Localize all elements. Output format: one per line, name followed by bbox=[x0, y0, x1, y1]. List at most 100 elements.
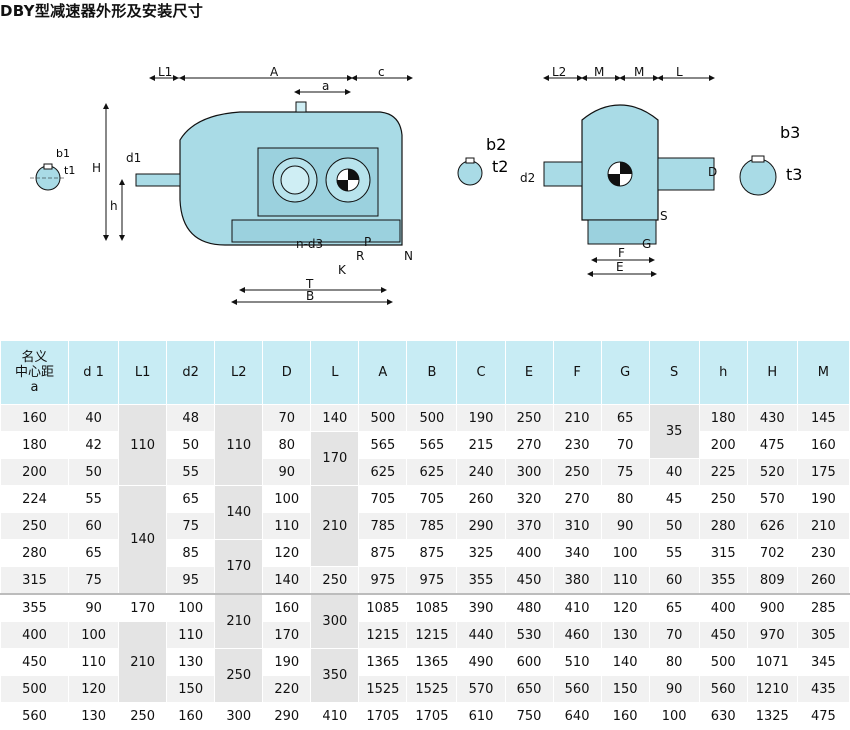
dimension-table: 名义 中心距 a d 1 L1 d2 L2 D L A B C E F G S … bbox=[0, 340, 850, 730]
table-cell: 300 bbox=[504, 458, 554, 486]
table-cell: 400 bbox=[698, 593, 748, 622]
table-cell: 60 bbox=[68, 512, 120, 540]
table-cell: 180 bbox=[0, 431, 70, 459]
label-E: E bbox=[616, 260, 624, 274]
table-cell: 100 bbox=[600, 539, 650, 567]
table-cell: 100 bbox=[166, 593, 216, 622]
table-cell: 1215 bbox=[406, 621, 458, 649]
table-cell: 1525 bbox=[406, 675, 458, 703]
table-cell: 140 bbox=[310, 404, 360, 432]
table-cell: 120 bbox=[600, 593, 650, 622]
table-row: 450 110 130 250 190 350 1365 1365 490 60… bbox=[0, 648, 850, 703]
table-cell: 250 bbox=[118, 702, 168, 730]
table-cell: 290 bbox=[456, 512, 506, 540]
shaft-section-left bbox=[30, 163, 66, 191]
table-row: 315 75 95 140 250 975 975 355 450 380 11… bbox=[0, 566, 850, 595]
table-cell: 440 bbox=[456, 621, 506, 649]
table-cell: 250 bbox=[0, 512, 70, 540]
table-cell: 630 bbox=[698, 702, 748, 730]
table-cell: 460 bbox=[552, 621, 602, 649]
table-cell: 270 bbox=[552, 485, 602, 513]
header-cell: E bbox=[504, 340, 554, 405]
table-cell: 90 bbox=[68, 593, 120, 622]
label-S: S bbox=[660, 209, 668, 223]
table-cell: 70 bbox=[600, 431, 650, 459]
table-cell: 175 bbox=[796, 458, 850, 486]
reducer-side-view bbox=[543, 104, 715, 245]
table-cell: 200 bbox=[0, 458, 70, 486]
table-cell: 400 bbox=[0, 621, 70, 649]
header-cell: F bbox=[552, 340, 602, 405]
table-cell: 500 bbox=[406, 404, 458, 432]
table-cell: 565 bbox=[406, 431, 458, 459]
table-cell: 220 bbox=[262, 675, 312, 703]
table-cell: 570 bbox=[746, 485, 798, 513]
label-d1: d1 bbox=[126, 151, 141, 165]
table-cell: 370 bbox=[504, 512, 554, 540]
table-cell: 50 bbox=[166, 431, 216, 459]
table-cell: 65 bbox=[648, 593, 700, 622]
table-row: 250 60 75 110 785 785 290 370 310 90 50 … bbox=[0, 512, 850, 540]
table-cell: 45 bbox=[648, 485, 700, 513]
label-n-d3: n-d3 bbox=[296, 237, 323, 251]
table-cell: 260 bbox=[796, 566, 850, 595]
table-cell: 300 bbox=[310, 593, 360, 649]
table-cell: 215 bbox=[456, 431, 506, 459]
label-b1: b1 bbox=[56, 147, 70, 160]
header-cell: B bbox=[406, 340, 458, 405]
table-cell: 90 bbox=[600, 512, 650, 540]
table-cell: 120 bbox=[262, 539, 312, 567]
header-cell: G bbox=[600, 340, 650, 405]
table-cell: 900 bbox=[746, 593, 798, 622]
table-cell: 50 bbox=[68, 458, 120, 486]
label-B: B bbox=[306, 289, 314, 303]
table-cell: 75 bbox=[600, 458, 650, 486]
table-row: 200 50 55 90 625 625 240 300 250 75 40 2… bbox=[0, 458, 850, 486]
header-cell: C bbox=[456, 340, 506, 405]
reducer-drawing-svg: L1 A a c H h d1 n-d3 P R K T B N b1 t1 b… bbox=[30, 65, 802, 305]
table-cell: 110 bbox=[214, 404, 264, 486]
table-cell: 400 bbox=[504, 539, 554, 567]
table-cell: 190 bbox=[796, 485, 850, 513]
table-cell: 250 bbox=[504, 404, 554, 432]
table-cell: 210 bbox=[214, 593, 264, 649]
label-c: c bbox=[378, 65, 385, 79]
table-cell: 140 bbox=[118, 485, 168, 595]
header-label: 名义 中心距 a bbox=[15, 350, 55, 395]
table-cell: 600 bbox=[504, 648, 554, 676]
table-cell: 560 bbox=[0, 702, 70, 730]
table-cell: 90 bbox=[648, 675, 700, 703]
table-cell: 450 bbox=[504, 566, 554, 595]
table-row: 355 90 170 100 210 160 300 1085 1085 390… bbox=[0, 593, 850, 649]
table-cell: 340 bbox=[552, 539, 602, 567]
table-cell: 230 bbox=[796, 539, 850, 567]
header-cell: 名义 中心距 a bbox=[0, 340, 70, 405]
label-L: L bbox=[676, 65, 683, 79]
table-cell: 530 bbox=[504, 621, 554, 649]
table-cell: 55 bbox=[648, 539, 700, 567]
header-cell: d 1 bbox=[68, 340, 120, 405]
table-cell: 40 bbox=[68, 404, 120, 432]
table-cell: 1215 bbox=[358, 621, 408, 649]
side-view-dimensions: L2 M M L D d2 S G F E bbox=[520, 65, 717, 277]
header-cell: L1 bbox=[118, 340, 168, 405]
table-cell: 160 bbox=[0, 404, 70, 432]
table-cell: 702 bbox=[746, 539, 798, 567]
table-cell: 150 bbox=[600, 675, 650, 703]
table-cell: 705 bbox=[406, 485, 458, 513]
label-N: N bbox=[404, 249, 413, 263]
table-cell: 875 bbox=[406, 539, 458, 567]
table-cell: 50 bbox=[648, 512, 700, 540]
table-cell: 42 bbox=[68, 431, 120, 459]
table-cell: 110 bbox=[166, 621, 216, 649]
table-cell: 140 bbox=[262, 566, 312, 595]
table-cell: 705 bbox=[358, 485, 408, 513]
table-cell: 55 bbox=[68, 485, 120, 513]
table-row: 160 40 110 48 110 70 140 500 500 190 250… bbox=[0, 404, 850, 486]
table-cell: 300 bbox=[214, 702, 264, 730]
table-cell: 260 bbox=[456, 485, 506, 513]
table-cell: 190 bbox=[456, 404, 506, 432]
table-cell: 310 bbox=[552, 512, 602, 540]
header-cell: S bbox=[648, 340, 700, 405]
label-D: D bbox=[708, 165, 717, 179]
